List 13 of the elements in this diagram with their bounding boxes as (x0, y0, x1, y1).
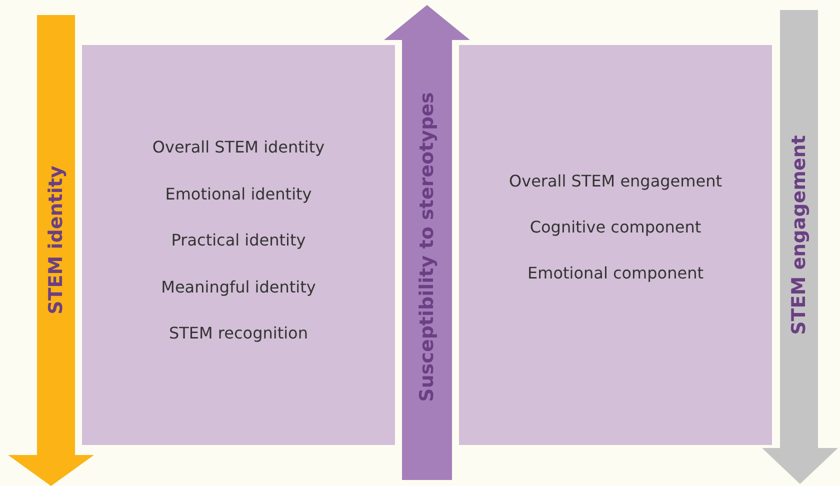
list-item: Overall STEM identity (151, 138, 326, 156)
list-item: Emotional component (526, 264, 704, 282)
list-item: Overall STEM engagement (508, 172, 723, 190)
list-item: Cognitive component (528, 218, 702, 236)
text-panel (82, 45, 395, 445)
arrow-label: STEM engagement (788, 135, 810, 335)
list-item: Meaningful identity (160, 277, 317, 296)
arrow-label: STEM identity (45, 166, 67, 314)
list-item: STEM recognition (168, 324, 309, 342)
arrow-label: Susceptibility to stereotypes (416, 92, 438, 402)
list-item: Emotional identity (164, 184, 313, 203)
list-item: Practical identity (170, 230, 307, 250)
text-panel (459, 45, 772, 445)
